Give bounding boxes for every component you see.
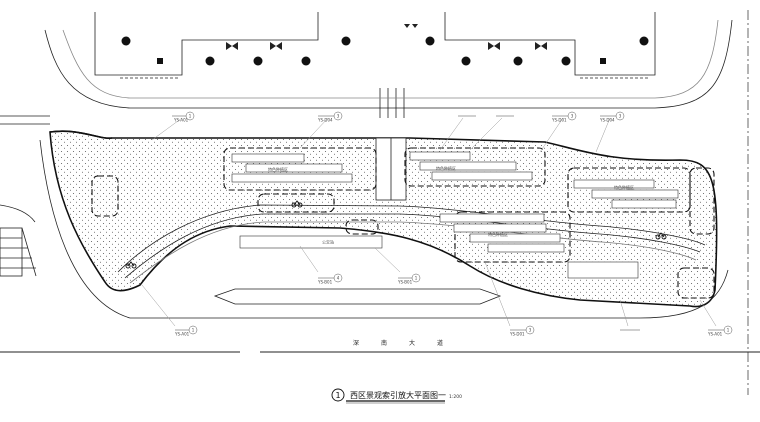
callout-code: 1 xyxy=(192,328,195,333)
callout-code: 3 xyxy=(337,114,340,119)
callout-code: 1 xyxy=(415,276,418,281)
callout-ref: YS-B01 xyxy=(397,280,413,285)
callout-c10: 3 YS-D01 xyxy=(509,325,535,337)
callout-ref: YS-A01 xyxy=(707,332,723,337)
road-name-char-1: 深 xyxy=(353,339,359,347)
building-outlines xyxy=(94,12,656,118)
callout-c6: 3 YS-D04 xyxy=(599,111,625,123)
callout-code: 3 xyxy=(571,114,574,119)
callout-ref: YS-B01 xyxy=(317,280,333,285)
callout-c9: 1 YS-A01 xyxy=(174,325,198,337)
road-name-char-3: 大 xyxy=(409,339,415,347)
columns-left xyxy=(121,36,351,66)
drawing-number: 1 xyxy=(335,391,340,400)
road-name-char-4: 道 xyxy=(437,339,443,347)
callout-c1: 1 YS-A01 xyxy=(172,111,195,123)
planting-bands xyxy=(231,151,679,279)
planting-zones xyxy=(91,147,715,299)
callout-code: 4 xyxy=(337,276,340,281)
zone-label-a: 特色种植区 xyxy=(268,166,288,172)
callout-c2: 3 YS-D04 xyxy=(317,111,343,123)
columns-right xyxy=(425,36,649,66)
callout-code: 3 xyxy=(619,114,622,119)
bowtie-fixtures xyxy=(226,24,547,50)
planting-area xyxy=(49,130,718,308)
road-name-char-2: 南 xyxy=(381,339,387,347)
drawing-scale: 1:200 xyxy=(449,394,462,400)
callout-ref: YS-D01 xyxy=(551,118,567,123)
zone-label-c: 特色种植区 xyxy=(614,184,634,190)
drawing-title-text: 西区景观索引放大平面图一 xyxy=(350,390,446,400)
zone-label-d: 特色种植区 xyxy=(488,231,508,237)
callout-ref: YS-D01 xyxy=(509,332,525,337)
bus-stop xyxy=(239,235,383,249)
callout-code: 3 xyxy=(529,328,532,333)
zone-label-b: 特色种植区 xyxy=(436,165,456,171)
bicycle-icon xyxy=(125,200,667,269)
callout-ref: YS-D04 xyxy=(599,118,615,123)
callout-c12: 1 YS-A01 xyxy=(707,325,733,337)
left-stairs xyxy=(0,227,37,277)
bus-stop-label: 公交站 xyxy=(322,239,334,245)
drawing-title: 1 西区景观索引放大平面图一 1:200 xyxy=(331,388,462,404)
callout-c5: 3 YS-D01 xyxy=(551,111,577,123)
callout-code: 1 xyxy=(727,328,730,333)
callout-ref: YS-A01 xyxy=(173,118,189,123)
callout-code: 1 xyxy=(189,114,192,119)
callout-c7: 4 YS-B01 xyxy=(317,273,343,285)
access-road xyxy=(44,10,749,395)
callout-ref: YS-A01 xyxy=(174,332,190,337)
central-corridor xyxy=(375,137,407,201)
callout-ref: YS-D04 xyxy=(317,118,333,123)
leader-lines xyxy=(141,117,717,327)
outer-road xyxy=(0,115,760,353)
callout-c8: 1 YS-B01 xyxy=(397,273,421,285)
